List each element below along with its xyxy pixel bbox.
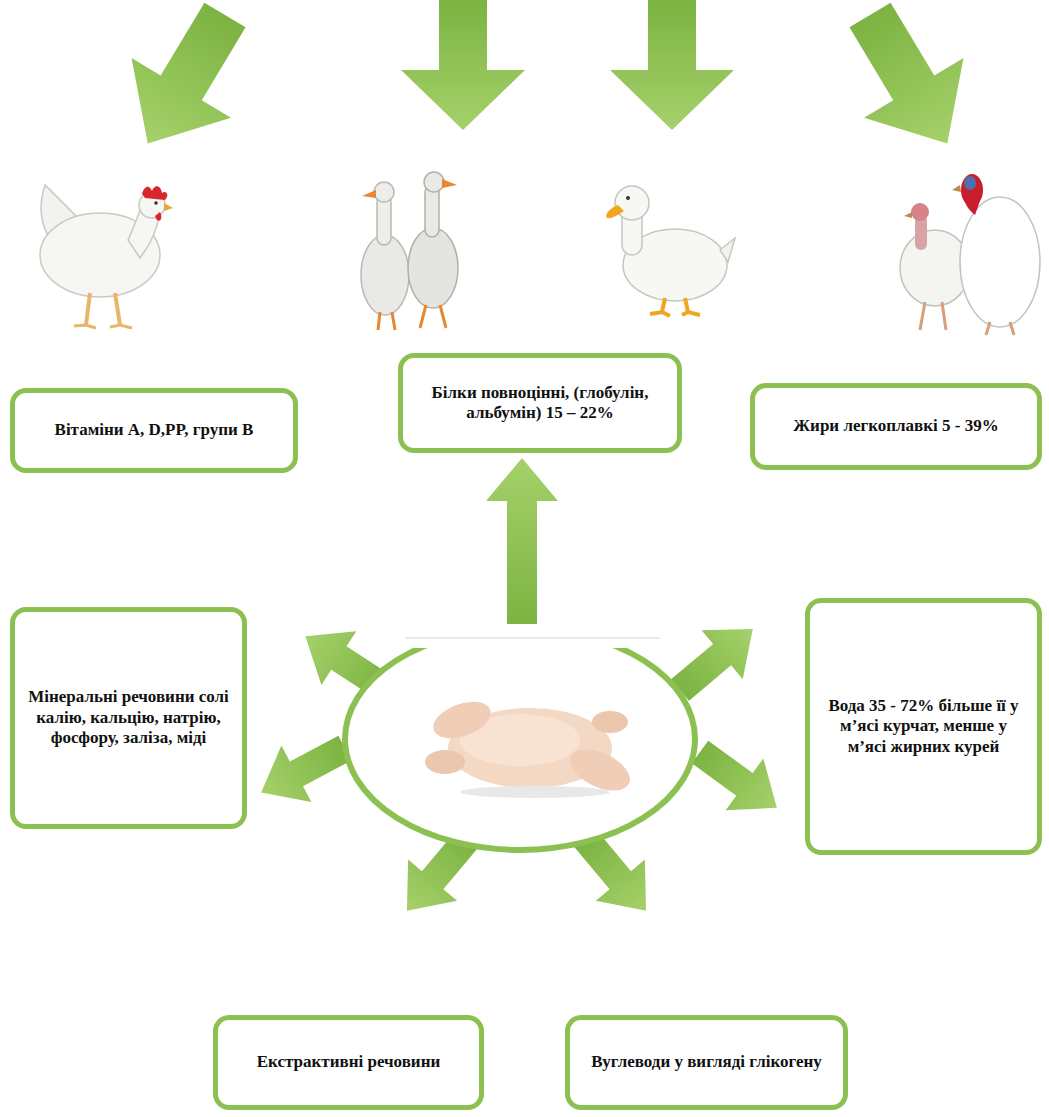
text-box: Вітаміни A, D,PP, групи B [10, 388, 298, 473]
text-box: Вуглеводи у вигляді глікогену [565, 1015, 848, 1110]
pointer-arrows [246, 458, 796, 931]
photo-edge [405, 638, 660, 639]
text-box: Екстрактивні речовини [213, 1015, 484, 1110]
block-arrow [610, 0, 734, 130]
box-text: Вода 35 - 72% більше її у м’ясі курчат, … [822, 696, 1025, 757]
text-box: Мінеральні речовини солі калію, кальцію,… [10, 607, 247, 829]
block-arrow [820, 0, 997, 173]
box-text: Білки повноцінні, (глобулін, альбумін) 1… [415, 383, 665, 424]
text-box: Вода 35 - 72% більше її у м’ясі курчат, … [805, 598, 1042, 855]
geese-figure [361, 172, 458, 330]
box-text: Мінеральні речовини солі калію, кальцію,… [27, 687, 230, 748]
photo-background [405, 624, 660, 648]
text-box: Білки повноцінні, (глобулін, альбумін) 1… [398, 353, 682, 453]
carcass-figure [425, 695, 636, 799]
block-arrow [98, 0, 275, 173]
box-text: Жири легкоплавкі 5 - 39% [793, 416, 998, 436]
text-box: Жири легкоплавкі 5 - 39% [750, 383, 1042, 470]
box-text: Вуглеводи у вигляді глікогену [591, 1052, 822, 1072]
box-text: Екстрактивні речовини [257, 1052, 440, 1072]
block-arrow [681, 726, 795, 834]
block-arrow [401, 0, 525, 130]
box-text: Вітаміни A, D,PP, групи B [55, 420, 254, 440]
duck-figure [606, 186, 735, 316]
center-ellipse [345, 628, 695, 850]
chicken-figure [40, 185, 173, 328]
pointer-arrows [98, 0, 997, 173]
block-arrow [486, 458, 558, 626]
turkey-figure [900, 174, 1040, 335]
